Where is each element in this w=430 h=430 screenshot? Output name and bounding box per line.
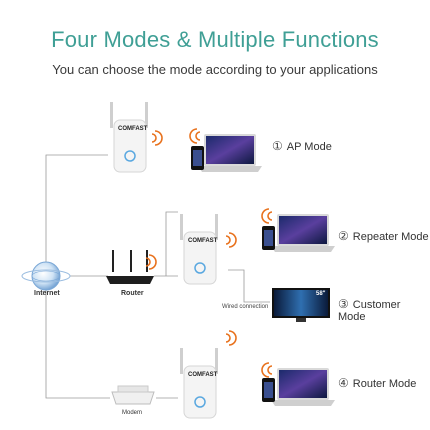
laptop-router-mode <box>271 368 335 406</box>
mode-customer-number: ③ <box>338 297 349 311</box>
mode-ap-number: ① <box>272 139 283 153</box>
mode-router-label: Router Mode <box>352 378 417 390</box>
laptop-ap <box>198 134 262 172</box>
modem-label: Modem <box>122 410 143 416</box>
brand-label-router-mode: COMFAST <box>188 372 218 378</box>
laptop-repeater <box>271 214 335 252</box>
router-label: Router <box>121 290 144 297</box>
page-subtitle: You can choose the mode according to you… <box>52 62 378 77</box>
globe-icon <box>21 261 71 291</box>
mode-ap-label: AP Mode <box>286 141 332 153</box>
mode-repeater-number: ② <box>338 229 349 243</box>
modem-icon <box>111 385 155 405</box>
extender-router-mode <box>180 348 218 419</box>
extender-ap <box>110 102 148 173</box>
router-icon <box>106 250 154 284</box>
brand-label-ap: COMFAST <box>118 126 148 132</box>
connection-lines <box>45 154 270 399</box>
internet-label: Internet <box>34 290 60 297</box>
mode-repeater-label: Repeater Mode <box>352 231 429 243</box>
tv-customer <box>272 288 330 322</box>
mode-router-number: ④ <box>338 376 349 390</box>
phone-repeater <box>262 226 275 250</box>
phone-ap <box>191 146 204 170</box>
wifi-signal-icons <box>145 128 273 378</box>
tv-size-label: 58" <box>316 291 326 297</box>
wired-connection-label: Wired connection <box>222 304 269 310</box>
page-title: Four Modes & Multiple Functions <box>51 27 379 52</box>
brand-label-repeater: COMFAST <box>188 238 218 244</box>
phone-router-mode <box>262 378 275 402</box>
mode-customer-label: Customer Mode <box>338 299 401 323</box>
extender-repeater <box>180 214 218 285</box>
